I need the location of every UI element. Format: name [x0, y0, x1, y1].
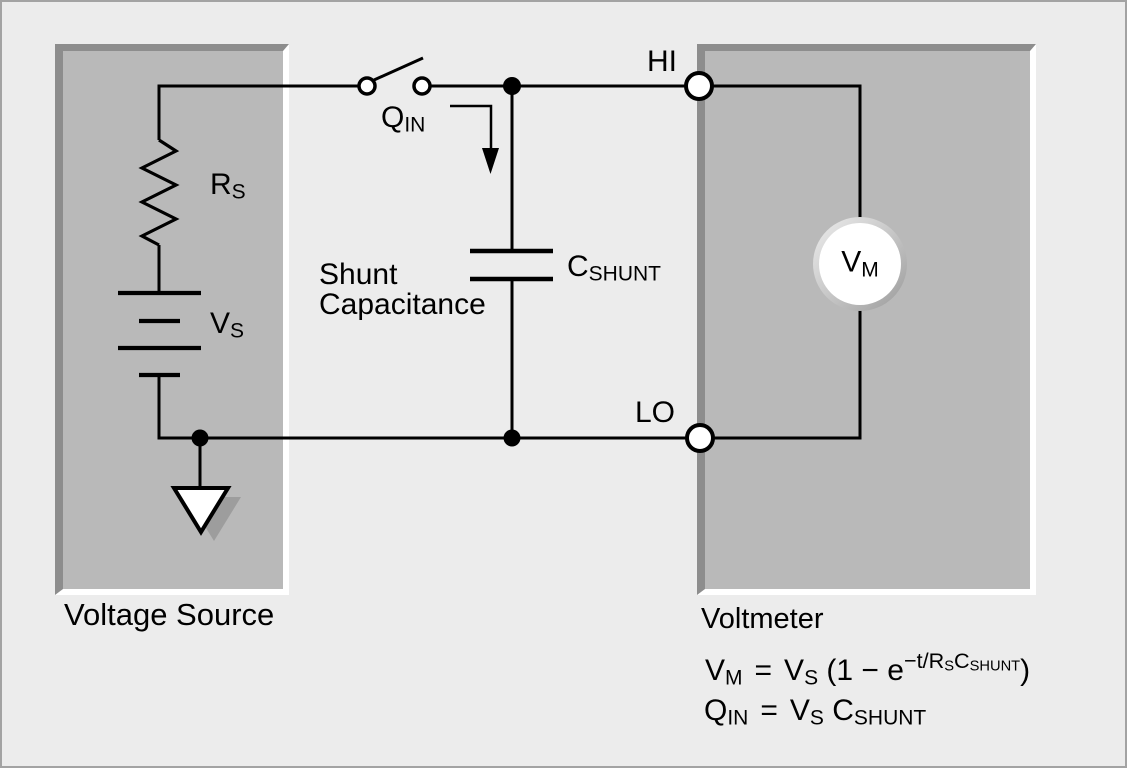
lo-terminal-label: LO — [635, 396, 676, 429]
charge-flow-arrow — [450, 104, 499, 174]
eq1-open: (1 − e — [826, 653, 904, 687]
switch-right-contact — [412, 76, 432, 96]
eq2-rhs-v-sub: S — [809, 706, 824, 730]
hi-terminal-circle — [684, 71, 714, 101]
eq2-lhs: Q — [704, 694, 728, 727]
resistor-label-main: R — [210, 168, 232, 201]
resistor-label: RS — [210, 170, 246, 203]
meter-label: VM — [841, 245, 879, 282]
meter-label-sub: M — [861, 258, 879, 282]
meter-circle — [813, 217, 907, 311]
battery-label: VS — [210, 309, 244, 342]
shunt-note-line2: Capacitance — [319, 288, 486, 321]
junction-dot-bottom — [503, 429, 521, 447]
eq1-lhs: V — [705, 653, 726, 687]
battery-symbol — [118, 290, 201, 378]
charge-label-sub: IN — [404, 113, 426, 137]
eq2-lhs-sub: IN — [727, 706, 749, 730]
meter-label-main: V — [841, 245, 862, 279]
capacitor-label-main: C — [567, 250, 589, 283]
eq2-rhs-c-sub: SHUNT — [853, 706, 927, 730]
eq1-exp-main: −t/R — [903, 648, 945, 673]
eq1-exp-c-sub: SHUNT — [969, 658, 1021, 675]
switch-blade — [373, 56, 424, 82]
voltmeter-caption: Voltmeter — [701, 603, 824, 635]
capacitor-symbol — [470, 248, 553, 282]
capacitor-label: CSHUNT — [567, 252, 661, 285]
eq2-equals: = — [760, 694, 778, 727]
eq1-rhs-v-sub: S — [804, 666, 819, 690]
lo-terminal-circle — [685, 423, 715, 453]
eq1-close: ) — [1020, 653, 1031, 687]
switch-left-contact — [357, 76, 377, 96]
capacitor-label-sub: SHUNT — [588, 262, 662, 286]
eq2-rhs-v: V — [789, 694, 810, 727]
eq1-rhs-v: V — [784, 653, 805, 687]
eq2-rhs-c: C — [832, 694, 854, 727]
resistor-label-sub: S — [231, 180, 246, 204]
shunt-note-line1: Shunt — [319, 258, 398, 291]
voltage-source-caption: Voltage Source — [64, 597, 275, 632]
charge-label: QIN — [381, 103, 425, 136]
battery-label-main: V — [210, 307, 231, 340]
voltmeter-box — [697, 44, 1036, 595]
eq1-equals: = — [754, 653, 773, 687]
hi-terminal-label: HI — [647, 45, 677, 78]
battery-label-sub: S — [230, 319, 245, 343]
junction-dot-top — [503, 77, 521, 95]
eq1-exponent: −t/RSCSHUNT — [903, 648, 1021, 675]
wire-bottom-return — [157, 375, 687, 440]
equation-qin: QIN = VS CSHUNT — [704, 694, 926, 731]
equation-vm: VM=VS (1 − e−t/RSCSHUNT) — [705, 648, 1031, 691]
charge-label-main: Q — [381, 101, 405, 134]
resistor-symbol — [138, 138, 180, 247]
eq1-lhs-sub: M — [725, 666, 743, 690]
eq1-exp-c: C — [954, 648, 970, 673]
ground-symbol — [170, 438, 241, 541]
eq1-exp-sub: S — [944, 658, 954, 675]
wire-source-to-switch — [157, 84, 359, 140]
